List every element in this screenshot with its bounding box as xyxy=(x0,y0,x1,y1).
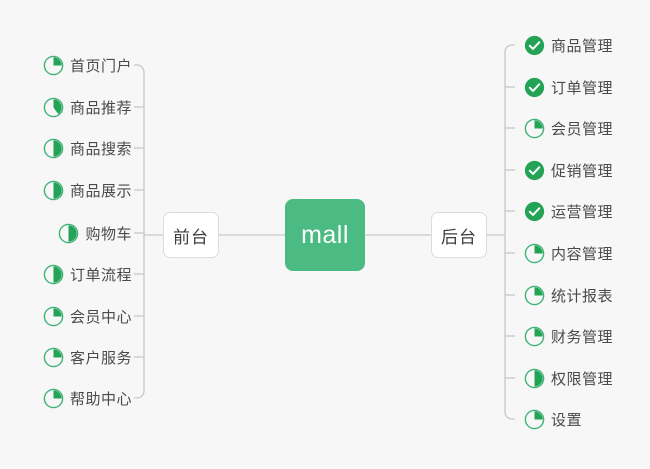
leaf-node-backend-1[interactable]: 商品管理 xyxy=(524,33,613,57)
leaf-node-label: 运营管理 xyxy=(551,203,614,221)
check-circle-icon xyxy=(524,35,545,55)
check-circle-icon xyxy=(524,77,545,97)
branch-node-frontend[interactable]: 前台 xyxy=(163,212,219,258)
leaf-node-label: 商品搜索 xyxy=(69,140,132,158)
leaf-node-backend-6[interactable]: 内容管理 xyxy=(524,241,613,265)
pie-progress-icon xyxy=(43,180,64,200)
branch-node-backend-label: 后台 xyxy=(441,227,477,247)
pie-progress-icon xyxy=(524,285,545,305)
pie-progress-icon xyxy=(524,243,545,263)
leaf-node-label: 促销管理 xyxy=(551,162,614,180)
leaf-node-label: 首页门户 xyxy=(69,57,132,75)
leaf-node-backend-5[interactable]: 运营管理 xyxy=(524,199,613,223)
leaf-node-backend-3[interactable]: 会员管理 xyxy=(524,116,613,140)
branch-node-backend[interactable]: 后台 xyxy=(431,212,487,258)
check-circle-icon xyxy=(524,160,545,180)
leaf-node-label: 会员管理 xyxy=(551,120,614,138)
pie-progress-icon xyxy=(524,326,545,346)
root-node-label: mall xyxy=(301,220,349,249)
pie-progress-icon xyxy=(43,264,64,284)
leaf-node-label: 订单流程 xyxy=(69,266,132,284)
pie-progress-icon xyxy=(59,223,79,243)
leaf-node-label: 帮助中心 xyxy=(69,390,132,408)
leaf-node-frontend-6[interactable]: 订单流程 xyxy=(43,262,132,286)
leaf-node-backend-9[interactable]: 权限管理 xyxy=(524,366,613,390)
leaf-node-backend-8[interactable]: 财务管理 xyxy=(524,324,613,348)
pie-progress-icon xyxy=(524,409,545,429)
root-node-mall[interactable]: mall xyxy=(285,199,365,271)
leaf-node-frontend-9[interactable]: 帮助中心 xyxy=(43,386,132,410)
leaf-node-label: 客户服务 xyxy=(69,349,132,367)
leaf-node-label: 商品推荐 xyxy=(69,99,132,117)
leaf-node-label: 设置 xyxy=(551,411,583,429)
pie-progress-icon xyxy=(43,138,64,158)
branch-node-frontend-label: 前台 xyxy=(173,227,209,247)
leaf-node-backend-10[interactable]: 设置 xyxy=(524,407,582,431)
leaf-node-frontend-8[interactable]: 客户服务 xyxy=(43,345,132,369)
check-circle-icon xyxy=(524,201,545,221)
leaf-node-label: 内容管理 xyxy=(551,245,614,263)
pie-progress-icon xyxy=(43,55,64,75)
leaf-node-label: 统计报表 xyxy=(551,287,614,305)
leaf-node-frontend-2[interactable]: 商品推荐 xyxy=(43,95,132,119)
leaf-node-backend-4[interactable]: 促销管理 xyxy=(524,158,613,182)
right-spine xyxy=(504,44,515,420)
leaf-node-frontend-4[interactable]: 商品展示 xyxy=(43,178,132,202)
pie-progress-icon xyxy=(43,97,64,117)
leaf-node-label: 会员中心 xyxy=(69,308,132,326)
pie-progress-icon xyxy=(43,347,64,367)
leaf-node-frontend-3[interactable]: 商品搜索 xyxy=(43,136,132,160)
leaf-node-label: 财务管理 xyxy=(551,328,614,346)
leaf-node-backend-2[interactable]: 订单管理 xyxy=(524,75,613,99)
pie-progress-icon xyxy=(524,118,545,138)
leaf-node-label: 购物车 xyxy=(85,225,132,243)
left-spine xyxy=(134,64,145,399)
pie-progress-icon xyxy=(43,388,64,408)
leaf-node-frontend-7[interactable]: 会员中心 xyxy=(43,304,132,328)
leaf-node-backend-7[interactable]: 统计报表 xyxy=(524,283,613,307)
pie-progress-icon xyxy=(524,368,545,388)
leaf-node-label: 权限管理 xyxy=(551,370,614,388)
pie-progress-icon xyxy=(43,306,64,326)
leaf-node-frontend-5[interactable]: 购物车 xyxy=(58,221,132,245)
leaf-node-label: 订单管理 xyxy=(551,79,614,97)
leaf-node-frontend-1[interactable]: 首页门户 xyxy=(43,53,132,77)
leaf-node-label: 商品管理 xyxy=(551,37,614,55)
leaf-node-label: 商品展示 xyxy=(69,182,132,200)
